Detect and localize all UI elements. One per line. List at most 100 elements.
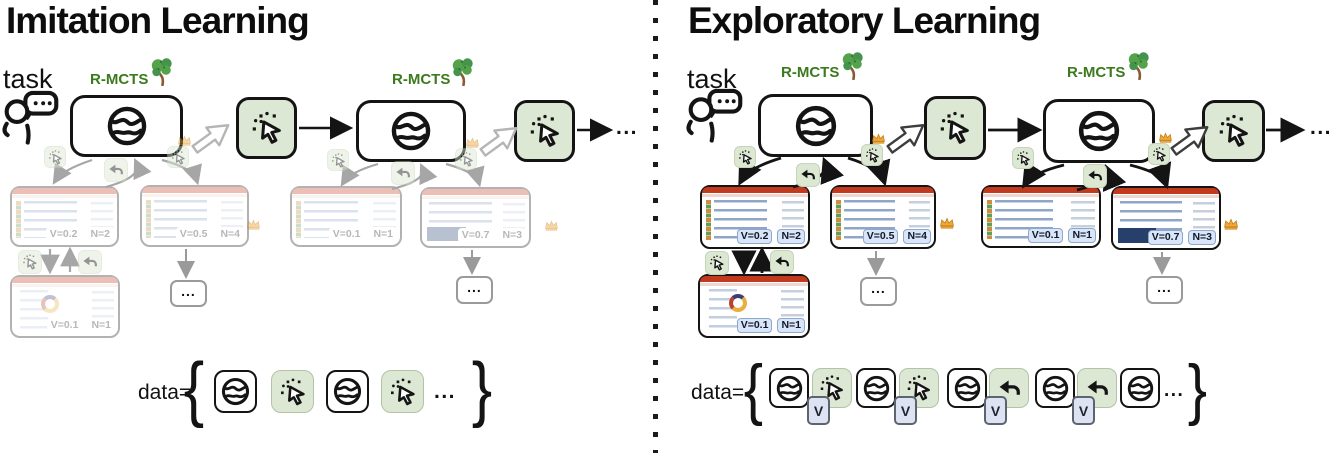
globe-icon [220,376,251,407]
cursor-icon [737,149,754,166]
value-chip: V=0.2 [45,227,82,242]
donut-chart [729,294,748,312]
left-action-box-2 [514,100,575,162]
left-action-box-1 [236,97,297,159]
cursor-icon [21,253,39,271]
crown-icon [1158,132,1173,143]
data-ellipsis: ... [434,380,457,403]
best-action-icon [861,144,883,166]
small-action-icon [1012,147,1034,169]
left-rmcts-label-1: R-MCTS [90,71,149,88]
small-undo-icon [78,250,102,274]
thumbnail-image [427,226,466,241]
visit-chip: N=2 [86,227,114,242]
globe-icon [793,103,839,149]
data-item-state [947,368,987,408]
data-item-state [1035,368,1075,408]
cursor-icon [708,254,726,272]
visit-chip: N=3 [498,228,526,243]
crown-icon [246,219,261,230]
small-action-icon [734,146,756,168]
best-action-icon [167,146,189,168]
value-badge: V [1072,396,1095,425]
value-chip: V=0.2 [736,229,773,244]
data-item-action [381,370,424,413]
crown-icon [544,220,559,231]
data-item-state [856,368,896,408]
right-state-box-2 [1043,99,1155,163]
right-rmcts-label-2: R-MCTS [1067,64,1126,81]
value-chip: V=0.1 [46,318,83,333]
small-action-icon [327,149,349,171]
undo-arrow-icon [1086,167,1104,185]
left-data-label: data= [138,381,192,404]
tree-icon [1126,50,1152,80]
left-rmcts-label-2: R-MCTS [392,71,451,88]
visit-chip: N=1 [777,318,805,333]
page-header-bar [12,188,117,194]
small-undo-icon [770,250,794,274]
globe-icon [953,374,982,403]
value-chip: V=0.5 [862,229,899,244]
visit-chip: N=4 [903,229,931,244]
value-chip: V=0.7 [457,228,494,243]
value-badge: V [894,396,917,425]
globe-icon [389,109,433,153]
undo-arrow-icon [773,253,791,271]
small-action-icon [705,251,729,275]
cursor-icon [330,152,347,169]
value-chip: V=0.5 [175,227,212,242]
more-nodes-box: ... [170,280,207,307]
mcts-node: V=0.7 N=3 [420,187,531,248]
left-task-label: task [3,64,53,94]
cursor-icon [1151,146,1168,163]
crown-icon [871,133,886,144]
cursor-icon [1015,150,1032,167]
globe-icon [1041,374,1070,403]
small-undo-icon [1083,164,1107,188]
small-action-icon [44,146,66,168]
brace-open: { [743,351,764,427]
mcts-node: V=0.2 N=2 [700,185,810,249]
visit-chip: N=1 [1068,228,1096,243]
thumbnail-image [1118,227,1157,243]
small-undo-icon [104,158,128,182]
right-panel-title: Exploratory Learning [688,0,1041,41]
mcts-node: V=0.1 N=1 [290,186,402,247]
brace-open: { [183,349,205,429]
undo-arrow-icon [799,166,817,184]
crown-icon [1223,218,1239,230]
globe-icon [775,374,804,403]
data-item-state [326,370,369,413]
crown-icon [939,217,955,229]
data-item-action [271,370,314,413]
cursor-icon [387,376,419,408]
globe-icon [105,104,149,148]
globe-icon [1076,108,1122,154]
visit-chip: N=2 [777,229,805,244]
cursor-icon [526,112,564,150]
data-item-state [769,368,809,408]
right-state-box-1 [758,94,873,157]
more-nodes-box: ... [1146,276,1183,304]
right-rmcts-label-1: R-MCTS [781,64,840,81]
data-item-state [214,370,257,413]
imitation-learning-panel: Imitation Learning task R-MCTS R-MCTS [0,0,654,453]
tree-icon [840,50,866,80]
panel-divider [653,0,658,453]
visit-chip: N=1 [369,227,397,242]
visit-chip: N=4 [216,227,244,242]
globe-icon [1126,374,1155,403]
undo-arrow-icon [81,253,99,271]
visit-chip: N=3 [1188,230,1216,245]
value-chip: V=0.1 [328,227,365,242]
brace-close: } [1187,351,1208,427]
cursor-icon [277,376,309,408]
left-chain-ellipsis: ... [616,116,639,139]
globe-icon [862,374,891,403]
